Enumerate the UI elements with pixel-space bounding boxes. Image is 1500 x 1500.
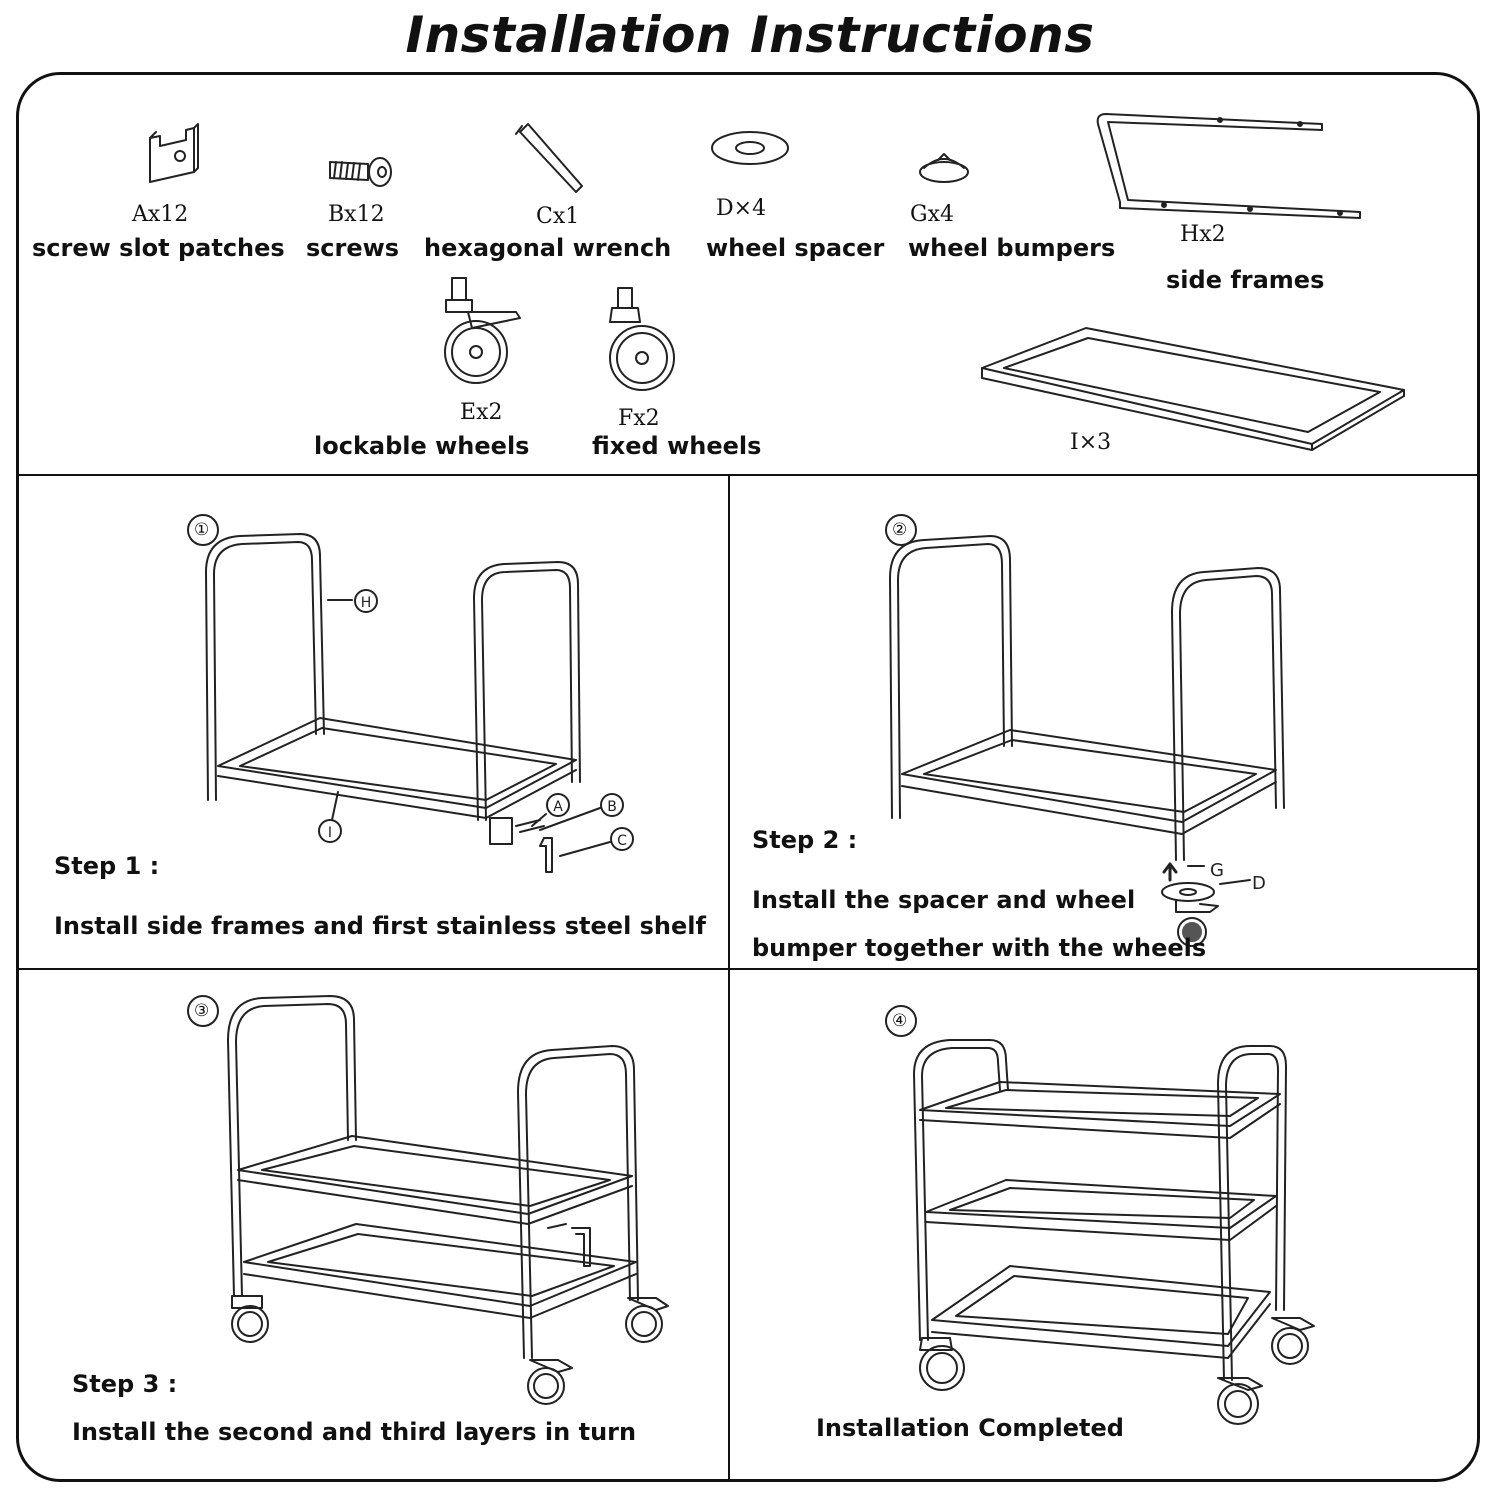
step2-diagram — [885, 514, 1285, 947]
step2-callout-d: D — [1252, 873, 1266, 894]
step2-text-line2: bumper together with the wheels — [752, 934, 1207, 962]
part-e-code: Ex2 — [460, 400, 503, 425]
part-a-name: screw slot patches — [32, 234, 285, 262]
side-frame-icon — [1096, 113, 1361, 219]
part-c-code: Cx1 — [536, 204, 580, 229]
step1-callout-b: B — [607, 799, 617, 815]
step3-diagram — [187, 995, 669, 1405]
divider-parts — [17, 474, 1479, 476]
part-a-code: Ax12 — [132, 202, 189, 227]
step2-number: ② — [892, 520, 908, 540]
step1-number: ① — [194, 520, 210, 540]
wheel-bumper-icon — [919, 153, 969, 183]
step1-callout-c: C — [617, 833, 627, 849]
part-i-code: I×3 — [1070, 430, 1112, 455]
part-h-code: Hx2 — [1180, 222, 1226, 247]
wheel-spacer-icon — [711, 131, 789, 165]
instruction-frame — [16, 72, 1480, 1482]
completed-text: Installation Completed — [816, 1414, 1124, 1442]
screw-icon — [329, 157, 392, 187]
part-b-name: screws — [306, 234, 400, 262]
step3-text: Install the second and third layers in t… — [72, 1418, 637, 1446]
page-title: Installation Instructions — [405, 6, 1095, 64]
part-g-code: Gx4 — [910, 202, 954, 227]
hex-wrench-icon — [515, 123, 583, 193]
step2-callout-g: G — [1210, 860, 1224, 881]
part-e-name: lockable wheels — [314, 432, 530, 460]
part-c-name: hexagonal wrench — [424, 234, 672, 262]
part-h-name: side frames — [1166, 266, 1325, 294]
step1-callout-h: H — [361, 595, 372, 611]
part-f-code: Fx2 — [618, 406, 660, 431]
part-d-code: D×4 — [716, 196, 767, 221]
step3-number: ③ — [194, 1001, 210, 1021]
step1-callout-i: I — [328, 825, 332, 841]
part-b-code: Bx12 — [328, 202, 385, 227]
shelf-icon — [981, 327, 1405, 451]
screw-slot-patch-icon — [149, 123, 199, 183]
step2-text-line1: Install the spacer and wheel — [752, 886, 1136, 914]
step2-label: Step 2 : — [752, 826, 858, 854]
lockable-wheel-icon — [444, 277, 521, 384]
step1-callout-a: A — [553, 799, 563, 815]
part-d-name: wheel spacer — [706, 234, 885, 262]
divider-vertical — [728, 475, 730, 1481]
fixed-wheel-icon — [609, 287, 675, 391]
part-g-name: wheel bumpers — [908, 234, 1116, 262]
step1-text: Install side frames and first stainless … — [54, 912, 706, 940]
step4-number: ④ — [892, 1011, 908, 1031]
step1-label: Step 1 : — [54, 852, 160, 880]
divider-steps — [17, 968, 1479, 970]
step1-diagram — [187, 514, 634, 873]
step4-diagram — [885, 1005, 1315, 1425]
step3-label: Step 3 : — [72, 1370, 178, 1398]
part-f-name: fixed wheels — [592, 432, 762, 460]
